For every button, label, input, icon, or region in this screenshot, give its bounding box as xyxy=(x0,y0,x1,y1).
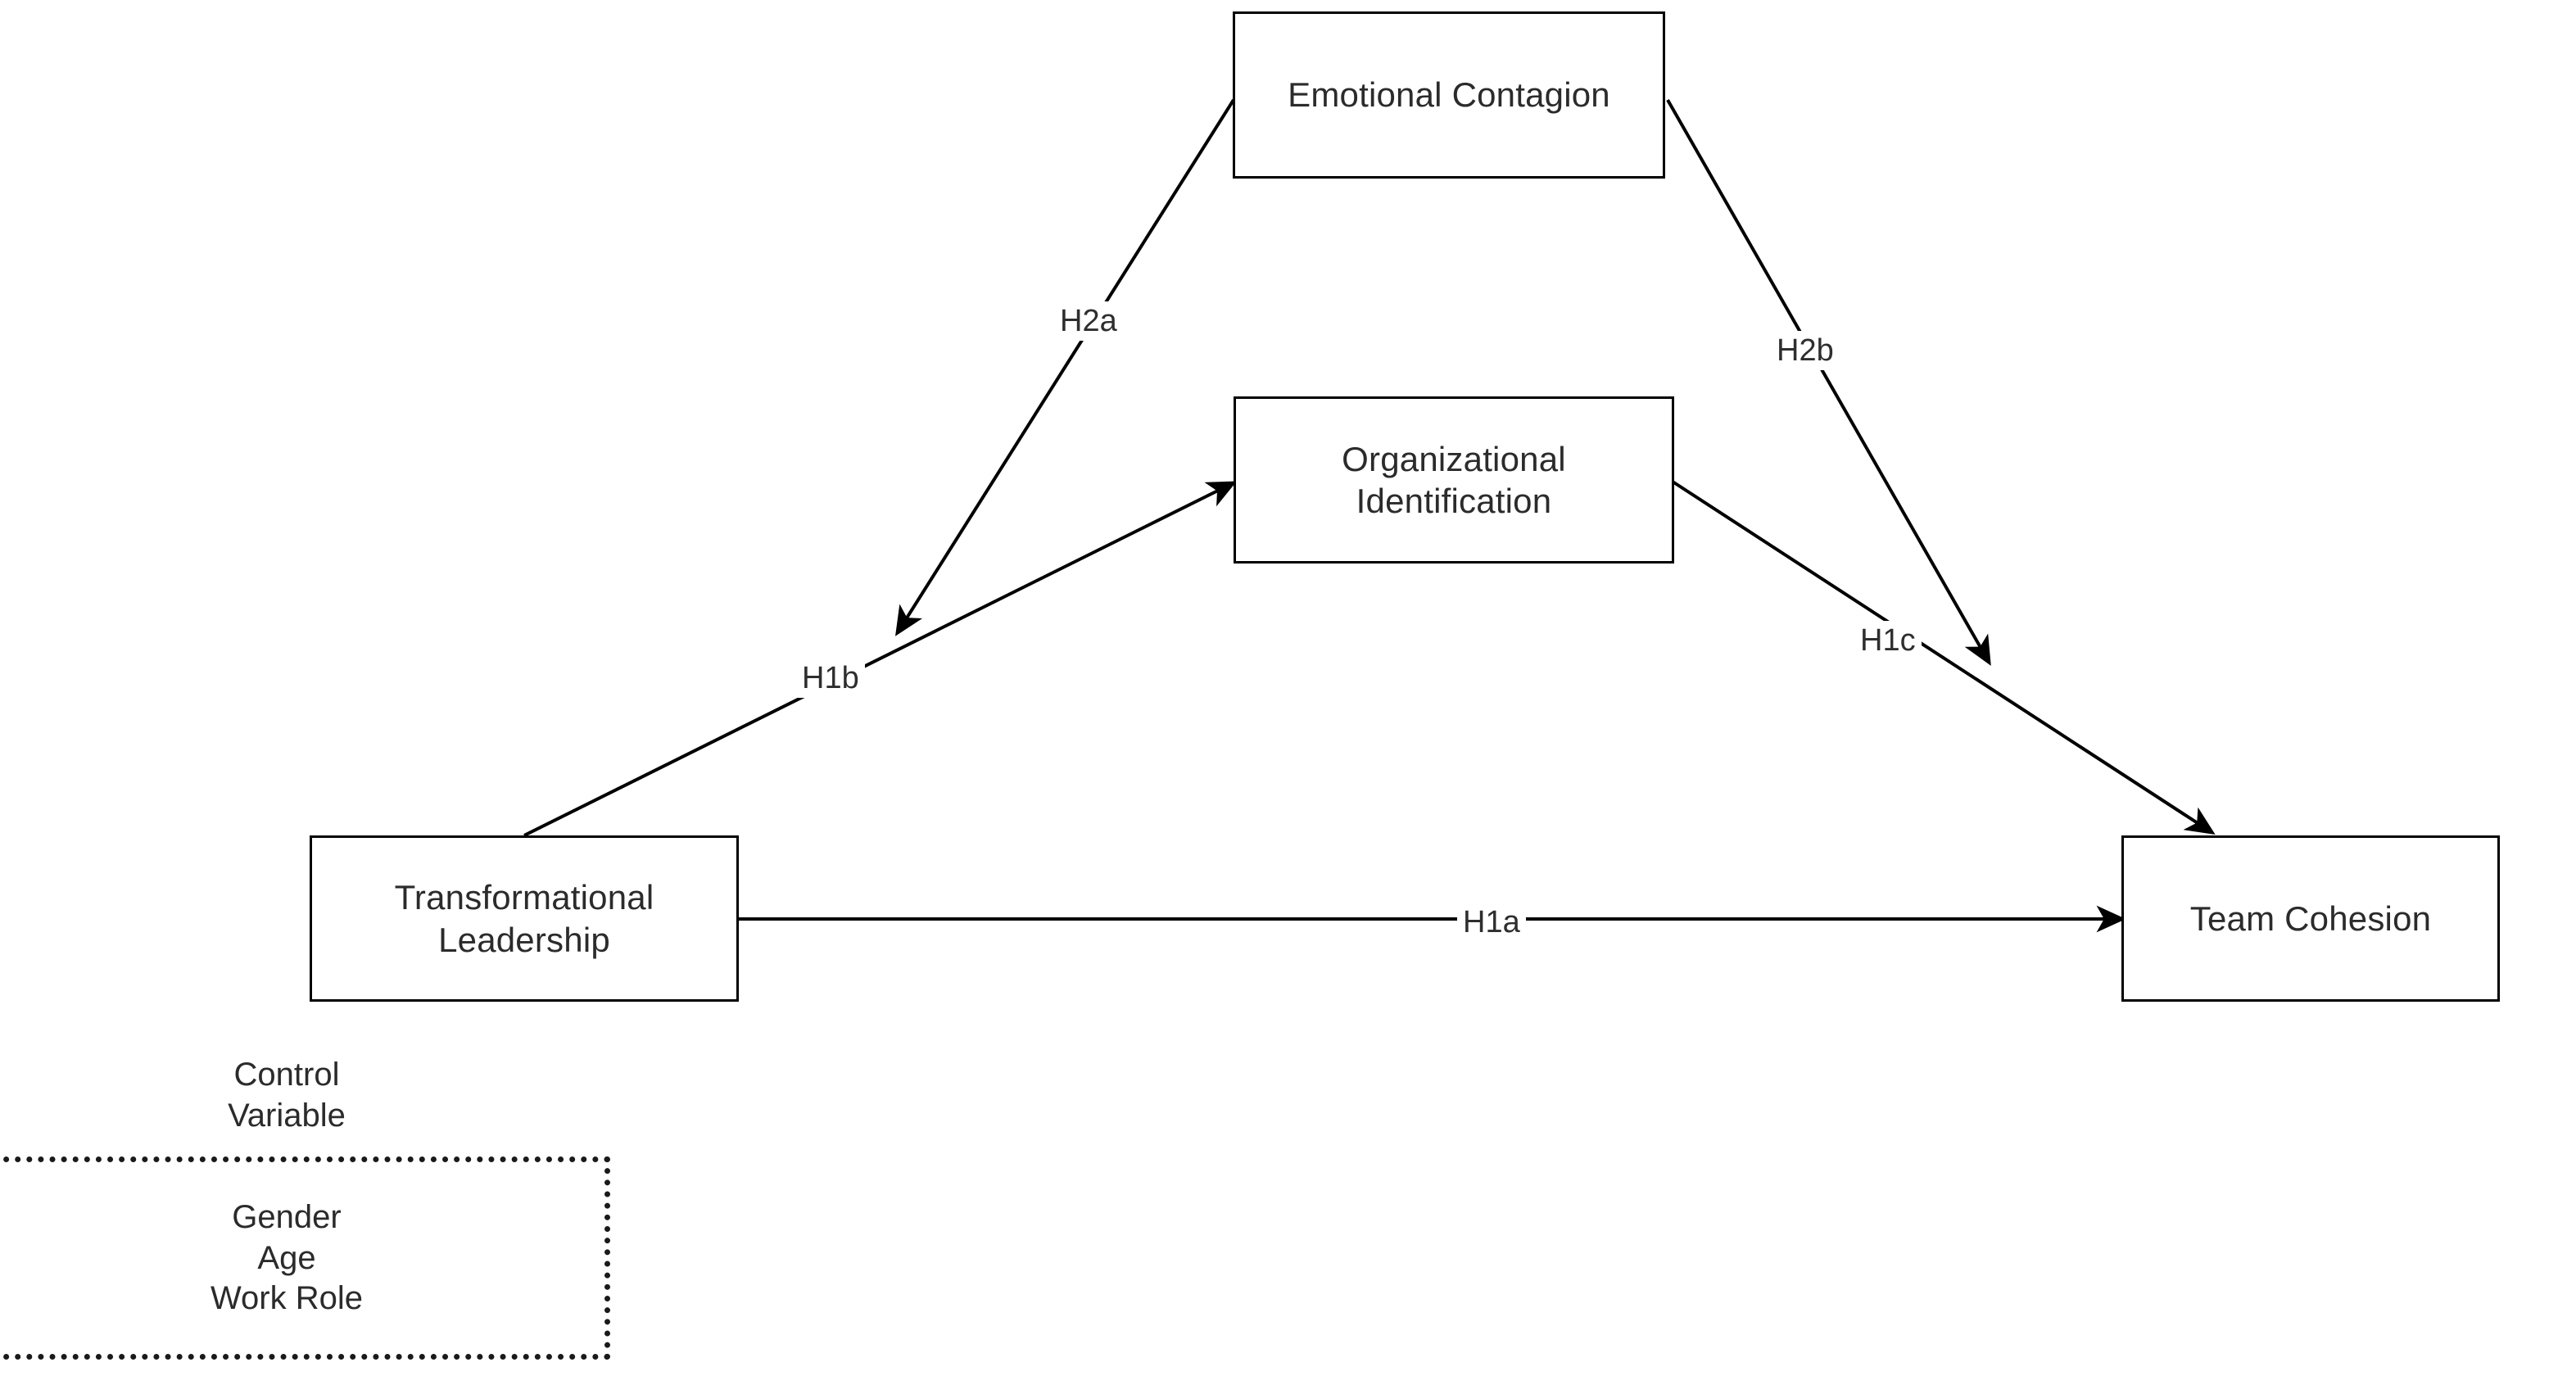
node-organizational-identification[interactable]: Organizational Identification xyxy=(1234,396,1674,564)
node-team-cohesion-label: Team Cohesion xyxy=(2189,898,2432,938)
edge-label-h1a: H1a xyxy=(1457,903,1526,942)
control-variable-title: Control Variable xyxy=(228,1057,346,1134)
edge-h2a-line xyxy=(895,98,1235,636)
edge-label-h2a: H2a xyxy=(1054,301,1123,341)
edge-h1b-line xyxy=(523,481,1238,837)
edge-h2b-line xyxy=(1666,99,1991,666)
node-team-cohesion[interactable]: Team Cohesion xyxy=(2121,835,2500,1002)
edge-label-h1b: H1b xyxy=(796,659,865,698)
node-emotional-contagion-label: Emotional Contagion xyxy=(1288,75,1610,115)
node-transformational-leadership-label: Transformational Leadership xyxy=(394,878,654,959)
control-variable-box xyxy=(0,1156,610,1360)
node-emotional-contagion[interactable]: Emotional Contagion xyxy=(1233,11,1665,179)
edge-label-h1c: H1c xyxy=(1854,621,1922,660)
edge-label-h2b: H2b xyxy=(1771,331,1840,370)
edge-h1c-line xyxy=(1671,480,2216,835)
node-transformational-leadership[interactable]: Transformational Leadership xyxy=(310,835,739,1002)
control-variable-items: Gender Age Work Role xyxy=(211,1199,363,1317)
node-organizational-identification-label: Organizational Identification xyxy=(1342,439,1566,520)
